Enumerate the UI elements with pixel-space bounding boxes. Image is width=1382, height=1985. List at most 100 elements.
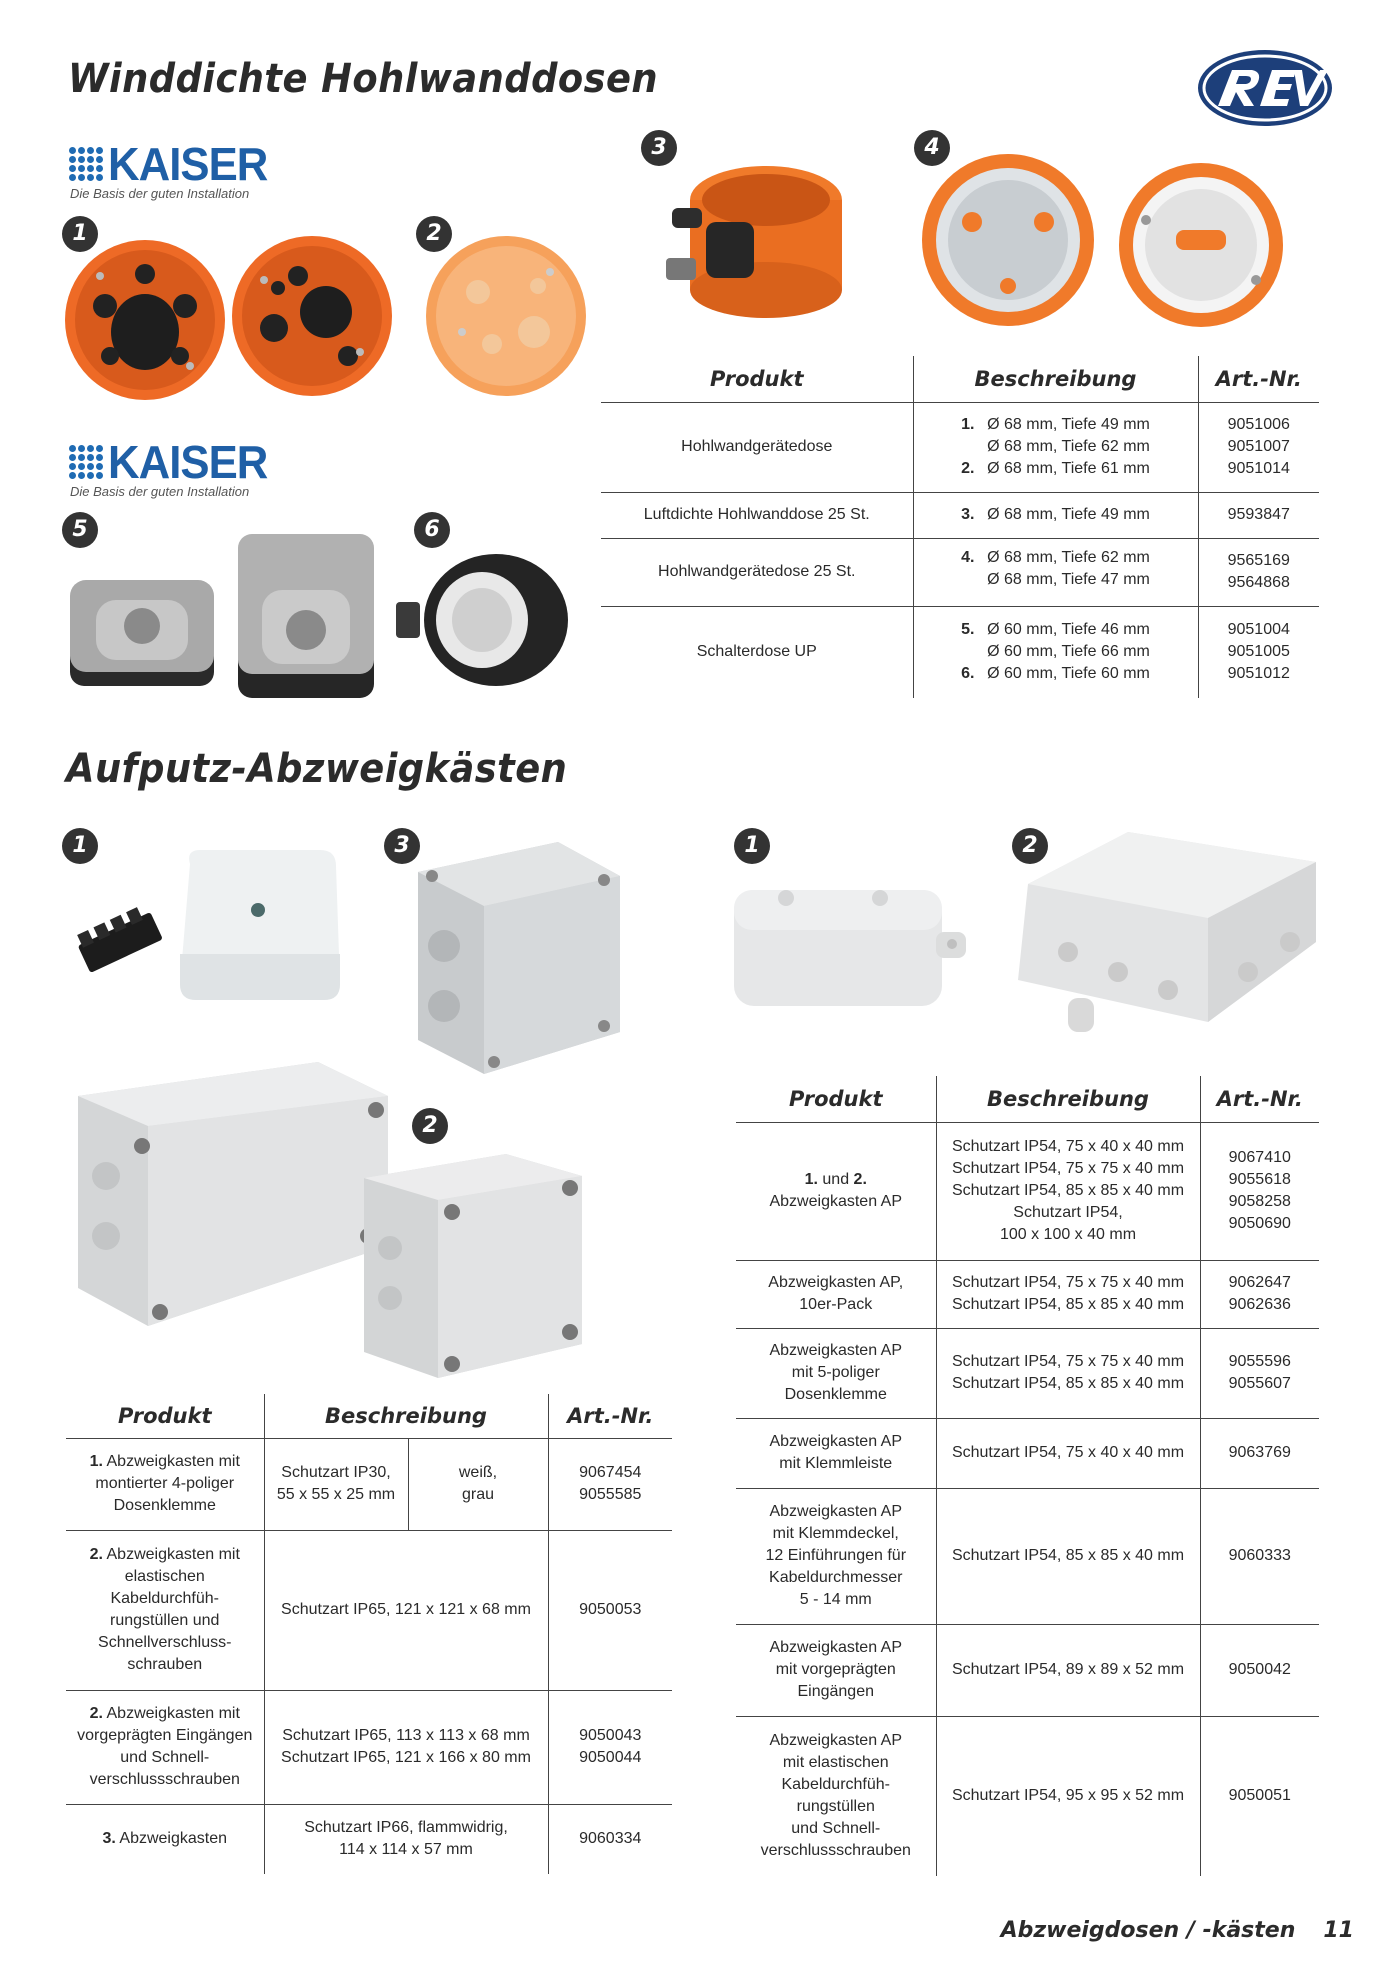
cell-art-nr: 9051006 9051007 9051014: [1198, 402, 1319, 493]
desc-num: 2.: [961, 460, 975, 477]
table-aufputz-links: Produkt Beschreibung Art.-Nr. 1. Abzweig…: [66, 1394, 672, 1874]
table-row: Schalterdose UP 5. Ø 60 mm, Tiefe 46 mm Ø…: [601, 606, 1319, 698]
cell-beschreibung: 4. Ø 68 mm, Tiefe 62 mm Ø 68 mm, Tiefe 47…: [913, 538, 1199, 607]
cell-produkt: Abzweigkasten AP mit Klemmleiste: [736, 1418, 937, 1489]
product-image-abzweigkasten-2-gross: [78, 1062, 388, 1326]
cell-farbe: weiß, grau: [408, 1438, 549, 1531]
produkt-nummer: 2.: [89, 1705, 103, 1722]
rev-logo: [1198, 50, 1332, 126]
produkt-text: Abzweigkasten: [115, 1830, 228, 1848]
cell-beschreibung: Schutzart IP54, 75 x 40 x 40 mm Schutzar…: [936, 1122, 1201, 1261]
page-footer: Abzweigdosen / -kästen 11: [1001, 1918, 1354, 1943]
produkt-text: Abzweigkasten mit elastischen Kabeldurch…: [98, 1546, 240, 1673]
cell-art-nr: 9063769: [1200, 1418, 1319, 1489]
product-image-abzweigkasten-3: [418, 842, 620, 1074]
badge-3: 3: [641, 130, 677, 166]
produkt-nummer: 3.: [102, 1830, 116, 1848]
desc-num: 4.: [961, 548, 975, 566]
table-row: Luftdichte Hohlwanddose 25 St. 3. Ø 68 mm…: [601, 492, 1319, 539]
product-image-hohlwanddose-1a: [65, 240, 225, 400]
desc-num: 3.: [961, 506, 975, 523]
product-image-schalterdose-5a: [70, 580, 214, 686]
badge-left-2: 2: [412, 1108, 448, 1144]
col-header-art-nr: Art.-Nr.: [1200, 1076, 1319, 1123]
table-row: 2. Abzweigkasten mit elastischen Kabeldu…: [66, 1530, 672, 1691]
cell-art-nr: 9060334: [579, 1830, 642, 1848]
col-header-beschreibung: Beschreibung: [936, 1076, 1201, 1123]
cell-produkt: 2. Abzweigkasten mit vorgeprägten Eingän…: [66, 1690, 265, 1805]
cell-produkt: Luftdichte Hohlwanddose 25 St.: [601, 492, 914, 539]
product-image-hohlwanddose-4b: [1119, 163, 1283, 327]
section-title-abzweigkaesten: Aufputz-Abzweigkästen: [66, 746, 568, 792]
desc-num: 6.: [961, 665, 975, 683]
badge-4: 4: [914, 130, 950, 166]
desc-text: Ø 60 mm, Tiefe 66 mm: [987, 643, 1150, 661]
page-number: 11: [1323, 1918, 1354, 1943]
badge-1: 1: [62, 216, 98, 252]
badge-left-3: 3: [384, 828, 420, 864]
kaiser-dots-icon: [68, 444, 104, 480]
table-row: 3. Abzweigkasten Schutzart IP66, flammwi…: [66, 1804, 672, 1874]
cell-produkt: Abzweigkasten AP mit vorgeprägten Eingän…: [736, 1624, 937, 1717]
produkt-und: und: [817, 1171, 854, 1188]
cell-beschreibung: 3. Ø 68 mm, Tiefe 49 mm: [913, 492, 1199, 539]
cell-beschreibung: 1.Ø 68 mm, Tiefe 49 mm Ø 68 mm, Tiefe 62…: [913, 402, 1199, 493]
desc-text: Ø 68 mm, Tiefe 47 mm: [987, 570, 1150, 588]
cell-produkt: 1. Abzweigkasten mit montierter 4-polige…: [66, 1438, 265, 1531]
cell-produkt: 3. Abzweigkasten: [66, 1804, 265, 1874]
cell-art-nr: 9060333: [1200, 1488, 1319, 1625]
col-header-beschreibung: Beschreibung: [913, 356, 1199, 403]
desc-text: Ø 68 mm, Tiefe 61 mm: [987, 460, 1150, 477]
cell-art-nr: 9050043 9050044: [548, 1690, 672, 1805]
desc-text: Ø 60 mm, Tiefe 60 mm: [987, 665, 1150, 683]
cell-produkt: 2. Abzweigkasten mit elastischen Kabeldu…: [66, 1530, 265, 1691]
col-header-beschreibung: Beschreibung: [264, 1394, 549, 1439]
table-row: 1. Abzweigkasten mit montierter 4-polige…: [66, 1438, 672, 1531]
produkt-text: Abzweigkasten AP: [769, 1193, 903, 1210]
produkt-text: Abzweigkasten mit montierter 4-poliger D…: [95, 1453, 240, 1514]
col-header-art-nr: Art.-Nr.: [548, 1394, 672, 1439]
cell-art-nr: 9051004 9051005 9051012: [1227, 621, 1290, 683]
cell-produkt: Schalterdose UP: [601, 606, 914, 698]
cell-art-nr: 9067410 9055618 9058258 9050690: [1200, 1122, 1319, 1261]
table-row: Abzweigkasten AP, 10er-Pack Schutzart IP…: [736, 1260, 1319, 1329]
cell-beschreibung: Schutzart IP54, 75 x 75 x 40 mm Schutzar…: [936, 1328, 1201, 1419]
cell-art-nr: 9050042: [1200, 1624, 1319, 1717]
cell-art-nr: 9055596 9055607: [1200, 1328, 1319, 1419]
table-aufputz-rechts: Produkt Beschreibung Art.-Nr. 1. und 2.A…: [736, 1076, 1319, 1876]
product-image-schalterdose-5b: [238, 534, 374, 698]
desc-text: Ø 60 mm, Tiefe 46 mm: [987, 621, 1150, 639]
product-image-hohlwanddose-2: [426, 236, 586, 396]
product-image-abzweigkasten-ap-2: [1018, 832, 1316, 1032]
cell-beschreibung: Schutzart IP66, flammwidrig, 114 x 114 x…: [264, 1804, 549, 1874]
footer-section-label: Abzweigdosen / -kästen: [1000, 1918, 1296, 1943]
kaiser-logo-2: KAISER Die Basis der guten Installation: [68, 436, 278, 500]
cell-produkt: Hohlwandgerätedose: [601, 402, 914, 493]
produkt-nummer: 1.: [804, 1171, 818, 1188]
cell-produkt: Abzweigkasten AP mit 5-poliger Dosenklem…: [736, 1328, 937, 1419]
table-row: 2. Abzweigkasten mit vorgeprägten Eingän…: [66, 1690, 672, 1805]
desc-num: [961, 569, 987, 591]
badge-2: 2: [416, 216, 452, 252]
col-header-produkt: Produkt: [601, 356, 914, 403]
col-header-produkt: Produkt: [66, 1394, 265, 1439]
desc-text: Ø 68 mm, Tiefe 49 mm: [987, 506, 1150, 523]
cell-produkt: Hohlwandgerätedose 25 St.: [601, 538, 914, 607]
cell-beschreibung: Schutzart IP54, 95 x 95 x 52 mm: [936, 1716, 1201, 1876]
desc-text: Ø 68 mm, Tiefe 62 mm: [987, 548, 1150, 566]
table-row: Abzweigkasten AP mit Klemmdeckel, 12 Ein…: [736, 1488, 1319, 1625]
badge-left-1: 1: [62, 828, 98, 864]
cell-beschreibung: Schutzart IP65, 121 x 121 x 68 mm: [264, 1530, 549, 1691]
desc-num: [961, 641, 987, 663]
product-image-abzweigkasten-ap-1: [734, 890, 966, 1006]
cell-beschreibung: Schutzart IP30, 55 x 55 x 25 mm: [264, 1438, 409, 1531]
col-header-art-nr: Art.-Nr.: [1198, 356, 1319, 403]
kaiser-tagline: Die Basis der guten Installation: [70, 484, 250, 499]
cell-beschreibung: Schutzart IP54, 75 x 75 x 40 mm Schutzar…: [936, 1260, 1201, 1329]
desc-num: 5.: [961, 621, 975, 639]
produkt-nummer: 1.: [89, 1453, 103, 1470]
kaiser-dots-icon: [68, 146, 104, 182]
desc-text: Ø 68 mm, Tiefe 49 mm: [987, 416, 1150, 433]
desc-num: 1.: [961, 416, 975, 433]
badge-5: 5: [62, 512, 98, 548]
